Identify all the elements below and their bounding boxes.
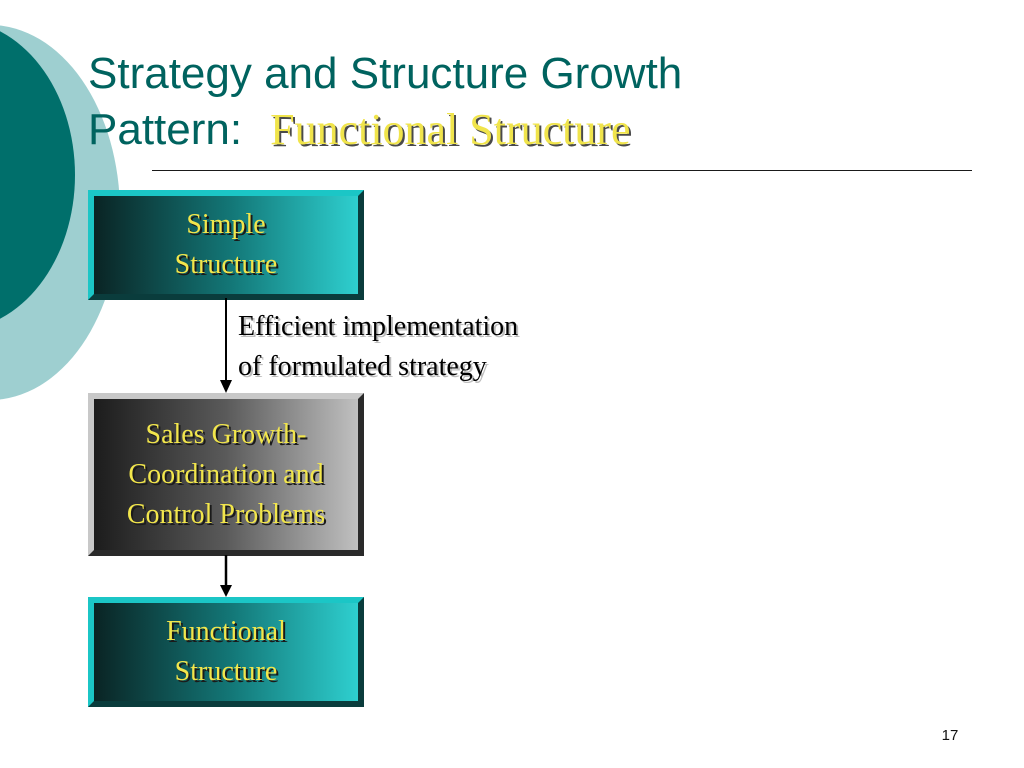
box-label-line: Functional bbox=[166, 616, 286, 647]
arrow-down-icon bbox=[220, 298, 232, 393]
title-subtitle: Functional Structure bbox=[270, 105, 631, 154]
box-label-line: Coordination and bbox=[128, 458, 324, 490]
box-label-line: Simple bbox=[186, 209, 266, 240]
functional-structure-box: Functional Structure bbox=[88, 597, 364, 707]
box-label-line: Structure bbox=[174, 656, 278, 687]
box-label-line: Sales Growth- bbox=[145, 418, 307, 450]
arrow-down-icon bbox=[220, 555, 232, 597]
sales-growth-box: Sales Growth- Coordination and Control P… bbox=[88, 393, 364, 556]
page-number: 17 bbox=[941, 727, 959, 744]
title-line-1: Strategy and Structure Growth bbox=[88, 49, 683, 98]
annotation-line: of formulated strategy bbox=[238, 351, 487, 382]
box-label-line: Structure bbox=[174, 249, 278, 280]
title-line-2: Pattern: Functional Structure bbox=[88, 102, 968, 158]
title-pattern-label: Pattern: bbox=[88, 105, 243, 154]
simple-structure-box: Simple Structure bbox=[88, 190, 364, 300]
title-underline bbox=[152, 170, 972, 171]
box-label-line: Control Problems bbox=[126, 498, 326, 530]
annotation-line: Efficient implementation bbox=[238, 311, 519, 342]
slide-title: Strategy and Structure Growth Pattern: Fu… bbox=[88, 46, 968, 158]
transition-annotation: Efficient implementation of formulated s… bbox=[238, 307, 518, 387]
